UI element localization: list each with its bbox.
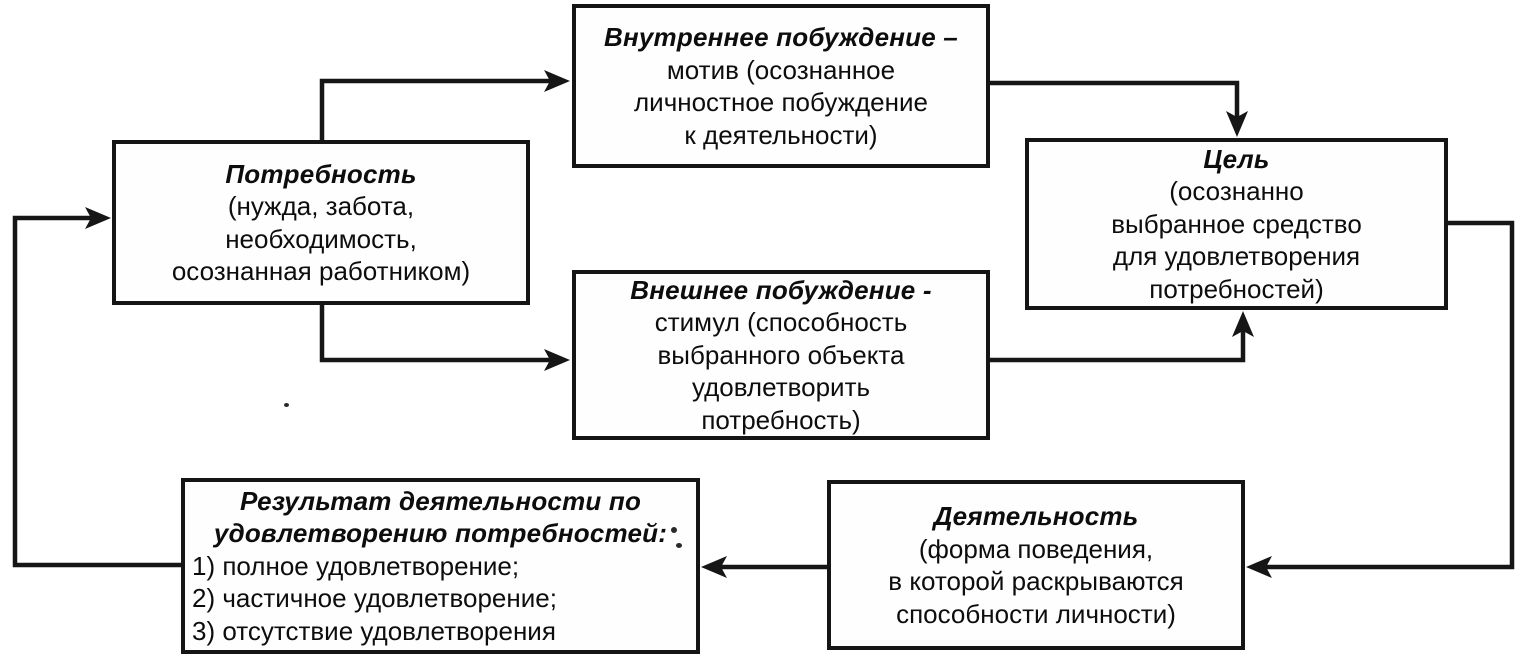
- arrowhead-right-icon: [544, 349, 570, 371]
- box-inner-motive-line: мотив (осознанное: [666, 54, 896, 85]
- box-need-line: необходимость,: [225, 223, 417, 254]
- box-result-item: 3) отсутствие удовлетворения: [192, 615, 556, 646]
- scan-speck: [284, 403, 289, 407]
- arrow-outer-motive-to-goal: [983, 311, 1254, 363]
- scan-speck: [671, 527, 677, 533]
- box-outer-motive-line: стимул (способность: [654, 307, 908, 338]
- arrow-activity-to-result: [701, 556, 832, 578]
- box-goal-line: для удовлетворения: [1112, 241, 1361, 272]
- box-activity-title: Деятельность: [933, 501, 1139, 531]
- box-activity-line: (форма поведения,: [918, 533, 1154, 564]
- box-result-item: 2) частичное удовлетворение;: [192, 583, 557, 614]
- arrow-goal-to-activity: [1246, 220, 1515, 578]
- box-inner-motive-line: к деятельности): [684, 119, 878, 150]
- scan-speck: [676, 543, 682, 548]
- arrowhead-up-icon: [1232, 311, 1254, 337]
- box-goal-line: потребностей): [1149, 273, 1324, 304]
- box-goal-line: выбранное средство: [1111, 208, 1362, 239]
- arrowhead-right-icon: [85, 207, 111, 229]
- box-outer-motive-line: выбранного объекта: [657, 339, 905, 370]
- box-need-line: (нужда, забота,: [227, 191, 415, 221]
- box-outer-motive: Внешнее побуждение - стимул (способность…: [572, 270, 990, 440]
- arrow-line: [319, 298, 553, 363]
- box-need-title: Потребность: [225, 158, 417, 189]
- box-activity-line: способности личности): [896, 598, 1176, 629]
- arrow-need-to-outer-motive: [319, 298, 570, 371]
- box-inner-motive-line: личностное побуждение: [634, 87, 928, 117]
- arrow-line: [319, 78, 553, 147]
- arrow-result-to-need-feedback: [12, 207, 186, 568]
- box-result-title-line: удовлетворению потребностей:: [213, 518, 668, 549]
- arrow-line: [1263, 220, 1515, 570]
- box-result-item: 1) полное удовлетворение;: [192, 550, 520, 581]
- box-inner-motive-title: Внутреннее побуждение –: [604, 22, 958, 52]
- arrow-line: [983, 328, 1246, 363]
- box-need-line: осознанная работником): [171, 256, 471, 286]
- box-activity: Деятельность (форма поведения, в которой…: [827, 480, 1245, 650]
- box-outer-motive-title: Внешнее побуждение -: [630, 274, 932, 305]
- box-need: Потребность (нужда, забота, необходимост…: [112, 140, 530, 305]
- arrowhead-down-icon: [1226, 111, 1248, 137]
- arrowhead-left-icon: [701, 556, 727, 578]
- arrowhead-right-icon: [544, 70, 570, 92]
- arrow-inner-motive-to-goal: [983, 80, 1248, 137]
- arrow-need-to-inner-motive: [319, 70, 570, 147]
- box-outer-motive-line: удовлетворить: [691, 372, 871, 403]
- arrowhead-left-icon: [1246, 556, 1272, 578]
- box-goal-line: (осознанно: [1169, 176, 1304, 207]
- box-goal: Цель (осознанно выбранное средство для у…: [1025, 138, 1448, 310]
- arrow-line: [983, 80, 1240, 120]
- box-result: Результат деятельности по удовлетворению…: [181, 478, 700, 654]
- arrow-line: [12, 215, 186, 568]
- box-result-items: 1) полное удовлетворение; 2) частичное у…: [185, 550, 557, 648]
- box-goal-title: Цель: [1203, 143, 1270, 174]
- box-inner-motive: Внутреннее побуждение – мотив (осознанно…: [572, 4, 990, 168]
- box-outer-motive-line: потребность): [701, 404, 861, 435]
- box-result-title-line: Результат деятельности по: [239, 485, 642, 516]
- box-activity-line: в которой раскрываются: [888, 566, 1184, 596]
